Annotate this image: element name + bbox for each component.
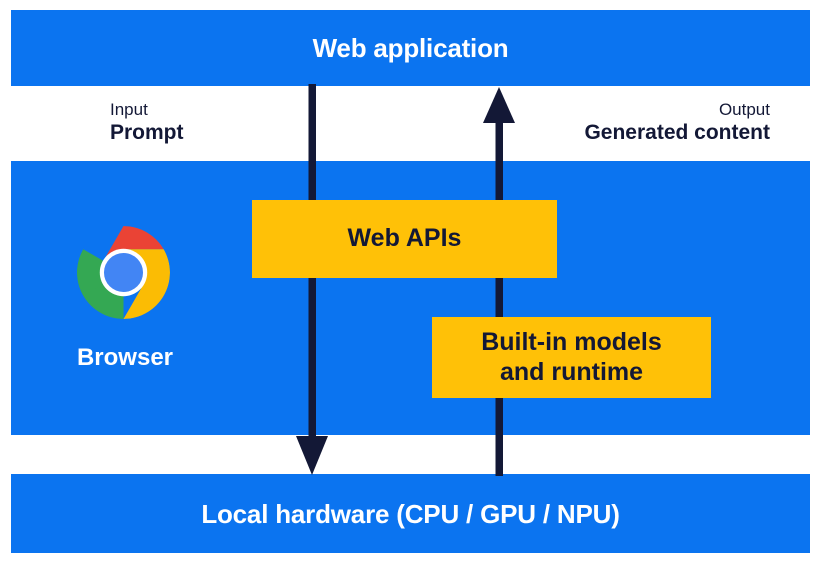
chrome-logo-icon [77, 226, 170, 319]
band-web-application-label: Web application [312, 33, 509, 63]
box-builtin-models-line2: and runtime [499, 357, 644, 386]
flow-label-input-kind: Input [110, 100, 148, 119]
box-builtin-models-label: Built-in models and runtime [481, 328, 662, 387]
flow-label-output: Output Generated content [584, 99, 770, 147]
flow-label-output-value: Generated content [584, 121, 770, 145]
box-web-apis-label: Web APIs [347, 224, 462, 253]
arrow-up-icon [483, 87, 515, 476]
band-local-hardware: Local hardware (CPU / GPU / NPU) [11, 474, 810, 553]
flow-label-output-kind: Output [718, 100, 770, 119]
arrow-down-icon [296, 84, 328, 475]
box-web-apis[interactable]: Web APIs [252, 200, 557, 278]
band-browser-label: Browser [76, 344, 174, 371]
band-local-hardware-label: Local hardware (CPU / GPU / NPU) [201, 499, 620, 529]
box-builtin-models[interactable]: Built-in models and runtime [432, 317, 711, 398]
box-builtin-models-line1: Built-in models [481, 328, 662, 356]
flow-label-input-value: Prompt [110, 121, 184, 145]
flow-label-input: Input Prompt [110, 99, 184, 147]
band-web-application: Web application [11, 10, 810, 86]
